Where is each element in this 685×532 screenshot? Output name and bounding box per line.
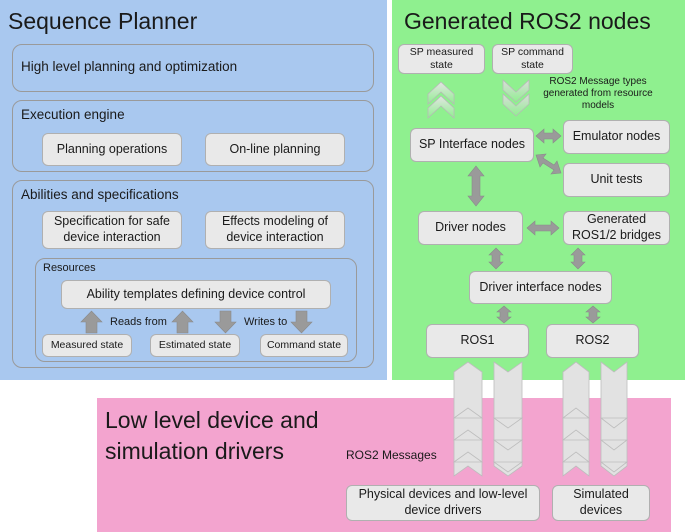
- effects-modeling-box: Effects modeling of device interaction: [205, 211, 345, 249]
- driver-bridges-arrow: [526, 220, 560, 236]
- ros2-box: ROS2: [546, 324, 639, 358]
- writes-to-arrow-2: [290, 310, 313, 334]
- driver-nodes-interface-arrow: [488, 247, 504, 270]
- ros1-box: ROS1: [426, 324, 529, 358]
- reads-from-arrow-1: [80, 310, 103, 334]
- low-level-title: Low level device and simulation drivers: [105, 407, 319, 465]
- command-state-box: Command state: [260, 334, 348, 357]
- emulator-nodes-box: Emulator nodes: [563, 120, 670, 154]
- unit-tests-box: Unit tests: [563, 163, 670, 197]
- bridges-box: Generated ROS1/2 bridges: [563, 211, 670, 245]
- driver-interface-nodes-box: Driver interface nodes: [469, 271, 612, 304]
- ability-templates-box: Ability templates defining device contro…: [61, 280, 331, 309]
- sequence-planner-panel: [0, 0, 387, 380]
- resources-group: Resources: [35, 258, 357, 362]
- estimated-state-box: Estimated state: [150, 334, 240, 357]
- sp-interface-driver-arrow: [467, 165, 485, 207]
- sequence-planner-title: Sequence Planner: [8, 8, 198, 34]
- execution-engine-label: Execution engine: [21, 107, 125, 122]
- ros1-up-chevrons: [452, 361, 484, 477]
- sp-measured-state-box: SP measured state: [398, 44, 485, 74]
- high-level-label: High level planning and optimization: [21, 59, 238, 74]
- ros2-messages-label: ROS2 Messages: [346, 448, 437, 462]
- abilities-label: Abilities and specifications: [21, 187, 179, 202]
- simulated-devices-box: Simulated devices: [552, 485, 650, 521]
- sp-interface-emulator-arrow: [535, 128, 562, 144]
- high-level-group: High level planning and optimization: [12, 44, 374, 92]
- driver-nodes-box: Driver nodes: [418, 211, 523, 245]
- reads-from-label: Reads from: [110, 316, 167, 328]
- ros2-down-chevrons: [599, 361, 629, 477]
- sp-command-chevrons: [502, 79, 530, 117]
- resources-label: Resources: [43, 262, 96, 274]
- bridges-interface-arrow: [570, 247, 586, 270]
- spec-safe-box: Specification for safe device interactio…: [42, 211, 182, 249]
- ros2-up-chevrons: [561, 361, 591, 477]
- execution-engine-group: Execution engine: [12, 100, 374, 172]
- message-types-note: ROS2 Message types generated from resour…: [543, 76, 653, 111]
- sp-command-state-box: SP command state: [492, 44, 573, 74]
- abilities-group: Abilities and specifications: [12, 180, 374, 368]
- generated-ros2-title: Generated ROS2 nodes: [404, 8, 651, 34]
- ros1-down-chevrons: [492, 361, 524, 477]
- reads-from-arrow-2: [171, 310, 194, 334]
- sp-measured-chevrons: [427, 81, 455, 119]
- writes-to-label: Writes to: [244, 316, 288, 328]
- interface-ros2-arrow: [585, 305, 601, 324]
- online-planning-box: On-line planning: [205, 133, 345, 166]
- sp-interface-nodes-box: SP Interface nodes: [410, 128, 534, 162]
- interface-ros1-arrow: [496, 305, 512, 324]
- physical-devices-box: Physical devices and low-level device dr…: [346, 485, 540, 521]
- measured-state-box: Measured state: [42, 334, 132, 357]
- planning-operations-box: Planning operations: [42, 133, 182, 166]
- writes-to-arrow-1: [214, 310, 237, 334]
- sp-interface-unittests-arrow: [535, 153, 562, 175]
